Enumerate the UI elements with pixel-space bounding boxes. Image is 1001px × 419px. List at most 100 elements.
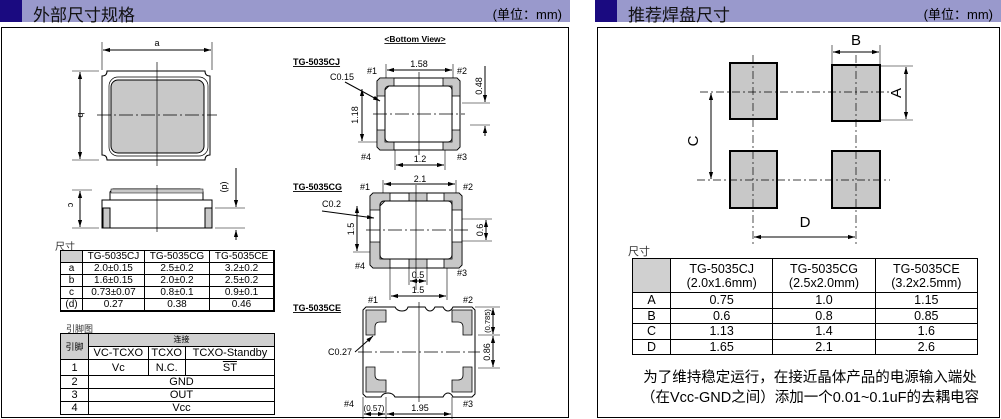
cj-height: 1.18 [350,106,360,124]
cj-bottom-view [344,64,490,170]
package-top-view [72,42,217,166]
cg-gap: 1.5 [412,285,425,295]
package-side-view [72,168,245,240]
pin-table-label: 引脚图 [66,324,94,334]
cj-gap: 1.2 [414,154,427,164]
header-cell: TG-5035CE(3.2x2.5mm) [874,258,979,293]
unit-label: (单位：mm) [923,7,993,22]
section-title: 推荐焊盘尺寸 [628,6,730,26]
cj-chamfer: C0.15 [330,72,354,82]
cell: 0.9±0.1 [209,286,275,299]
cg-height: 1.5 [346,223,356,236]
cg-pad: 0.6 [475,224,485,237]
pin-label: #4 [344,399,354,409]
pin-label: #4 [355,261,365,271]
corner-cell [60,250,83,263]
cg-model-label: TG-5035CG [293,182,342,192]
header-cell: TG-5035CE [209,250,275,263]
header-cell: VC-TCXO [88,346,149,360]
header-cell: TCXO-Standby [184,346,276,360]
dim-a: a [154,38,159,48]
section-title: 外部尺寸规格 [33,6,135,26]
cell: Vcc [88,401,275,415]
cell: 0.8±0.1 [143,286,211,299]
pin-label: #3 [463,399,473,409]
cg-chamfer: C0.2 [322,199,341,209]
land-table-label: 尺寸 [628,246,650,258]
pin-label: #3 [457,152,467,162]
cell: 2 [60,375,89,389]
ce-height: 0.86 [482,343,492,361]
cj-width: 1.58 [410,59,428,69]
cell: 4 [60,401,89,415]
pin-label: #2 [457,66,467,76]
cell: A [632,292,671,309]
cell: OUT [88,388,275,402]
dim-B: B [851,32,861,49]
cell: 1.15 [874,292,979,309]
header-cell: TG-5035CJ(2.0x1.6mm) [669,258,774,293]
left-section-header: 外部尺寸规格 (单位：mm) [0,0,570,26]
left-panel [1,27,569,418]
cell: 2.0±0.2 [143,274,211,287]
dim-b: b [76,112,86,117]
ce-top: (0.785) [483,309,492,333]
ce-edge: (0.57) [364,404,385,413]
table-header: TG-5035CJ TG-5035CG TG-5035CE [60,250,275,263]
cell: 1.0 [772,292,876,309]
pin-label: #3 [457,268,467,278]
dim-D: D [800,214,811,231]
header-cell: TCXO [147,346,186,360]
cell: 2.6 [874,338,979,355]
right-section-header: 推荐焊盘尺寸 (单位：mm) [595,0,1001,26]
size-table-label: 尺寸 [55,242,75,253]
cell: 3.2±0.2 [209,262,275,275]
pin-label: #1 [368,295,378,305]
header-marker [0,0,22,22]
cg-mid: 0.5 [412,270,425,280]
cell: 0.75 [669,292,774,309]
cell: 0.38 [143,298,211,312]
ce-bottom-view [354,302,500,419]
cell: 2.5±0.2 [209,274,275,287]
cell: b [60,274,83,287]
table-header: TG-5035CJ(2.0x1.6mm) TG-5035CG(2.5x2.0mm… [632,258,979,293]
header-cell: TG-5035CG(2.5x2.0mm) [772,258,876,293]
header-cell: TG-5035CJ [82,250,145,263]
cell: GND [88,375,275,389]
cell: 0.73±0.07 [82,286,145,299]
cell: 0.6 [669,307,774,324]
cell: 1.13 [669,323,774,340]
dim-C: C [685,135,702,146]
cell: 1 [60,359,89,376]
cell: 1.6 [874,323,979,340]
cell: 0.8 [772,307,876,324]
note-line-2: （在Vcc-GND之间）添加一个0.01~0.1uF的去耦电容 [641,390,979,406]
cell: 2.1 [772,338,876,355]
cg-width: 2.1 [414,174,427,184]
cell: 2.0±0.15 [82,262,145,275]
pin-header: 引脚 [60,333,89,360]
pin-label: #2 [463,295,473,305]
dim-A: A [888,88,905,98]
unit-label: (单位：mm) [492,7,562,22]
cell: 2.5±0.2 [143,262,211,275]
cell: N.C. [147,359,186,376]
header-marker [595,0,617,22]
pin-label: #4 [361,152,371,162]
cell: 0.46 [209,298,275,312]
bottom-view-title: <Bottom View> [384,34,445,44]
ce-chamfer: C0.27 [328,347,352,357]
pin-label: #2 [463,182,473,192]
